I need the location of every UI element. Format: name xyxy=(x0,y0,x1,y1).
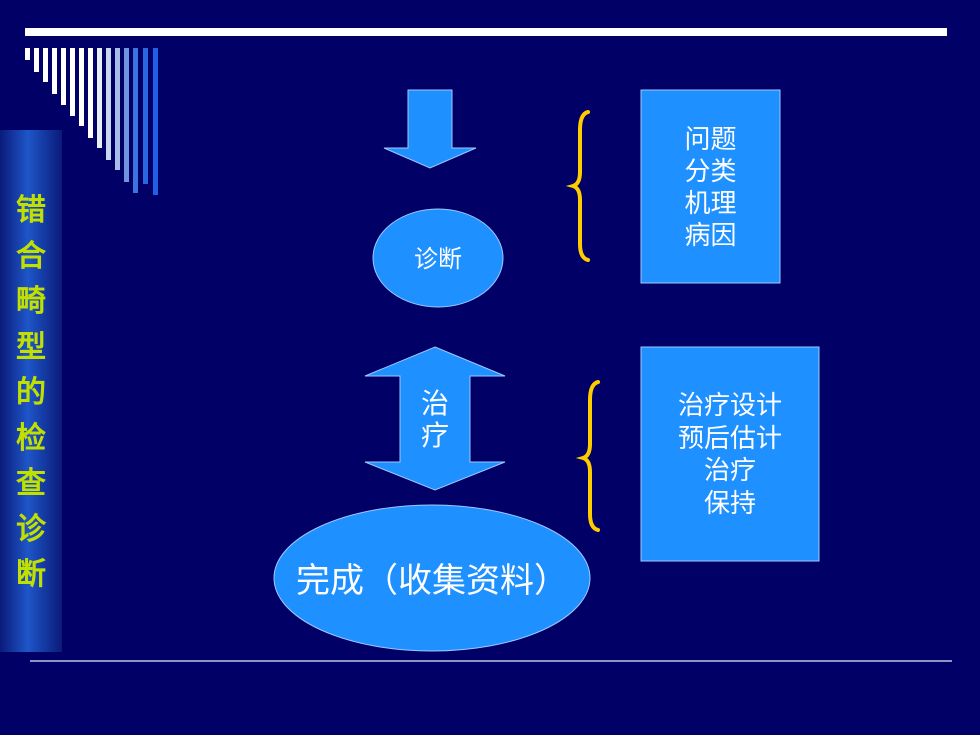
diagnosis-detail-box xyxy=(640,89,781,284)
side-title-char: 错 xyxy=(16,193,46,228)
diagnosis-label: 诊断 xyxy=(414,245,462,273)
comb-bar xyxy=(61,48,66,105)
treatment-double-arrow xyxy=(364,346,506,491)
treatment-detail-text: 治疗设计 预后估计 治疗 保持 xyxy=(641,390,819,520)
detail-line: 预后估计 xyxy=(677,423,782,454)
down-arrow xyxy=(383,89,477,169)
side-title-char: 断 xyxy=(16,557,46,592)
side-title-char: 畸 xyxy=(16,284,46,319)
treatment-detail-box xyxy=(640,346,820,562)
side-title-char: 合 xyxy=(16,238,46,274)
treatment-label-char: 疗 xyxy=(421,419,449,452)
treatment-label-char: 治 xyxy=(421,387,449,420)
comb-bar xyxy=(124,48,129,182)
comb-bar xyxy=(52,48,57,94)
comb-bar xyxy=(153,48,158,195)
bottom-rule xyxy=(30,660,952,662)
top-rule xyxy=(25,28,947,36)
detail-line: 分类 xyxy=(684,157,737,187)
treatment-brace xyxy=(575,380,600,532)
completion-node xyxy=(273,504,591,652)
side-title: 错 合 畸 型 的 检 查 诊 断 xyxy=(0,188,62,598)
detail-line: 问题 xyxy=(684,125,737,155)
comb-bar xyxy=(43,48,48,82)
comb-bar xyxy=(70,48,75,116)
side-title-char: 诊 xyxy=(16,511,46,547)
side-title-char: 检 xyxy=(16,420,46,456)
detail-line: 机理 xyxy=(684,189,737,219)
comb-bar xyxy=(133,48,138,193)
comb-bar xyxy=(97,48,102,148)
detail-line: 治疗 xyxy=(703,456,756,486)
completion-label: 完成（收集资料） xyxy=(296,561,568,601)
comb-bar xyxy=(115,48,120,170)
comb-bar xyxy=(25,48,30,60)
diagnosis-brace xyxy=(565,110,590,262)
comb-bar xyxy=(143,48,148,184)
side-title-panel xyxy=(0,130,62,652)
comb-bar xyxy=(88,48,93,138)
side-title-char: 型 xyxy=(16,329,46,365)
detail-line: 病因 xyxy=(684,221,737,251)
comb-bar xyxy=(106,48,111,160)
diagnosis-detail-text: 问题 分类 机理 病因 xyxy=(641,124,780,252)
detail-line: 治疗设计 xyxy=(677,391,782,421)
side-title-char: 的 xyxy=(16,375,46,410)
comb-bar xyxy=(34,48,39,72)
comb-bar xyxy=(79,48,84,126)
detail-line: 保持 xyxy=(703,488,756,519)
side-title-char: 查 xyxy=(16,466,46,501)
diagnosis-node xyxy=(372,208,504,308)
